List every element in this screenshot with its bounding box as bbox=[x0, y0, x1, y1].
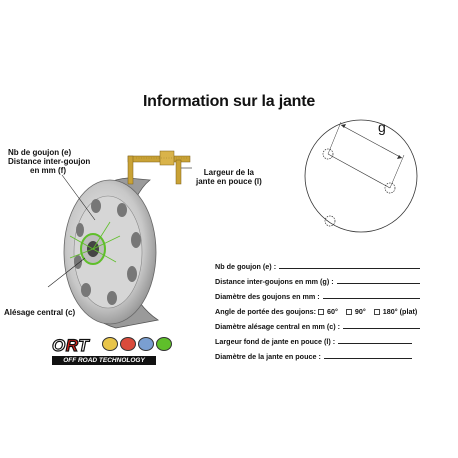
form-label: Nb de goujon (e) : bbox=[215, 262, 277, 271]
badge-icon bbox=[138, 337, 154, 351]
logo-letter: O bbox=[51, 335, 66, 355]
logo-letter: R bbox=[65, 335, 79, 355]
form-row-center-bore: Diamètre alésage central en mm (c) : bbox=[215, 316, 420, 331]
form-label: Largeur fond de jante en pouce (l) : bbox=[215, 337, 336, 346]
rim-width-label-line1: Largeur de la bbox=[203, 168, 255, 177]
badge-icon bbox=[156, 337, 172, 351]
badge-icon bbox=[102, 337, 118, 351]
form-label: Distance inter-goujons en mm (g) : bbox=[215, 277, 334, 286]
form-label: Angle de portée des goujons: bbox=[215, 307, 317, 316]
logo-letter: T bbox=[78, 335, 90, 355]
form-row-rim-width: Largeur fond de jante en pouce (l) : bbox=[215, 331, 420, 346]
page-title: Information sur la jante bbox=[142, 93, 316, 110]
center-bore-field[interactable] bbox=[343, 328, 420, 329]
form-row-rim-diameter: Diamètre de la jante en pouce : bbox=[215, 346, 420, 361]
bolts-count-label: Nb de goujon (e) bbox=[8, 148, 72, 157]
form-label: Diamètre des goujons en mm : bbox=[215, 292, 320, 301]
form-label: Diamètre alésage central en mm (c) : bbox=[215, 322, 341, 331]
form-row-bolt-count: Nb de goujon (e) : bbox=[215, 256, 420, 271]
logo-tagline: OFF ROAD TECHNOLOGY bbox=[52, 356, 156, 365]
bolts-info-label: Nb de goujon (e) Distance inter-goujon e… bbox=[8, 148, 90, 175]
bolt-distance-label: Distance inter-goujon bbox=[8, 157, 91, 166]
angle-60-label: 60° bbox=[327, 307, 338, 316]
wheel-info-form: Nb de goujon (e) : Distance inter-goujon… bbox=[215, 256, 420, 361]
angle-180-checkbox[interactable] bbox=[373, 309, 380, 315]
form-row-seat-angle: Angle de portée des goujons: 60° 90° 180… bbox=[215, 301, 420, 316]
bolt-distance-field[interactable] bbox=[336, 283, 420, 284]
logo-wordmark: ORT bbox=[51, 335, 90, 356]
angle-60-checkbox[interactable] bbox=[318, 309, 325, 315]
seat-angle-options: 60° 90° 180° (plat) bbox=[316, 307, 417, 316]
badge-icon bbox=[120, 337, 136, 351]
bolt-count-field[interactable] bbox=[279, 268, 420, 269]
angle-90-checkbox[interactable] bbox=[345, 309, 352, 315]
rim-width-field[interactable] bbox=[338, 343, 412, 344]
rim-width-label-line2: jante en pouce (l) bbox=[196, 177, 262, 186]
bolt-distance-unit-label: en mm (f) bbox=[30, 166, 66, 175]
angle-180-label: 180° (plat) bbox=[382, 307, 418, 316]
angle-90-label: 90° bbox=[354, 307, 366, 316]
rim-width-label: Largeur de la jante en pouce (l) bbox=[196, 168, 262, 186]
ort-logo: ORT OFF ROAD TECHNOLOGY bbox=[51, 335, 172, 368]
rim-diameter-field[interactable] bbox=[323, 358, 412, 359]
center-bore-label: Alésage central (c) bbox=[4, 308, 76, 317]
form-row-bolt-diameter: Diamètre des goujons en mm : bbox=[215, 286, 420, 301]
g-label: g bbox=[378, 119, 386, 135]
form-row-bolt-distance: Distance inter-goujons en mm (g) : bbox=[215, 271, 420, 286]
bolt-diameter-field[interactable] bbox=[322, 298, 420, 299]
logo-badges bbox=[102, 337, 172, 351]
form-label: Diamètre de la jante en pouce : bbox=[215, 352, 321, 361]
